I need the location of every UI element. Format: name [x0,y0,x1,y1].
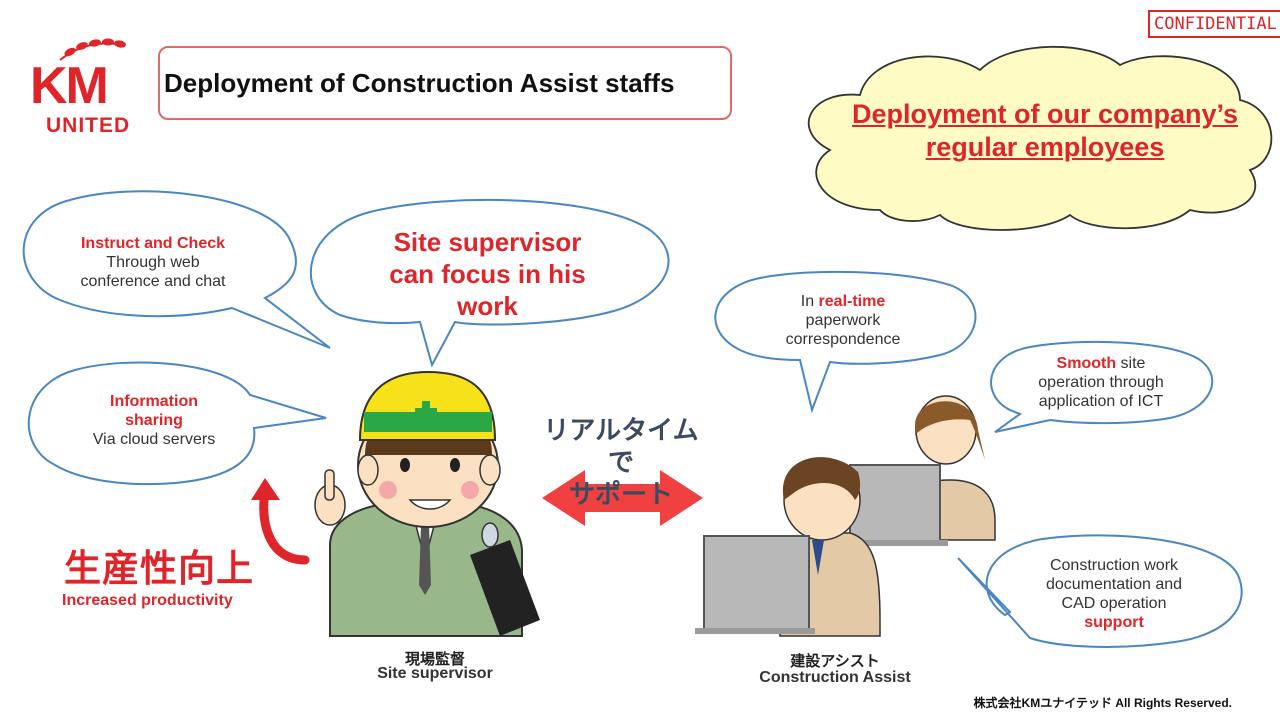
bubble-realtime-text: In real-time paperwork correspondence [730,292,956,349]
logo-mark: KM [30,57,109,115]
realtime-support-line-2: サポート [568,479,673,509]
bubble-instruct-text: Instruct and Check Through web conferenc… [38,234,268,291]
bubble-smooth [990,340,1214,433]
realtime-body-1: paperwork [805,312,881,329]
bubble-info-text: Information sharing Via cloud servers [48,392,260,449]
helmet-worker-illustration [314,370,540,637]
smooth-body-2: application of ICT [1038,393,1164,410]
bubble-focus [309,198,670,368]
instruct-title: Instruct and Check [80,235,226,252]
bubble-cad-text: Construction work documentation and CAD … [1000,556,1228,632]
focus-line-3: work [457,291,518,321]
bubble-info [27,361,327,486]
company-logo: KM UNITED [26,38,146,138]
productivity-jp: 生産性向上 [64,548,254,589]
info-title-2: sharing [125,412,183,429]
copyright: 株式会社KMユナイテッド All Rights Reserved. [973,696,1232,710]
assist-label-jp: 建設アシスト [790,653,880,670]
smooth-highlight: Smooth [1056,355,1117,372]
bubble-smooth-text: Smooth site operation through applicatio… [1000,354,1202,411]
bubble-instruct [22,190,331,349]
cad-body-3: CAD operation [1061,595,1167,612]
bubble-focus-text: Site supervisor can focus in his work [360,226,615,322]
assist-label-en: Construction Assist [759,669,911,686]
info-body: Via cloud servers [92,431,216,448]
page-title: Deployment of Construction Assist staffs [164,67,675,98]
bubble-cad [957,534,1243,648]
cad-body-1: Construction work [1049,557,1179,574]
smooth-body-1: operation through [1038,374,1164,391]
realtime-body-2: correspondence [785,331,901,348]
cad-highlight: support [1084,614,1144,631]
curved-up-arrow-icon [251,478,310,565]
realtime-support-label: リアルタイムで サポート [536,414,706,510]
realtime-support-line-1: リアルタイムで [543,415,699,477]
supervisor-label-jp: 現場監督 [404,651,465,668]
focus-line-1: Site supervisor [393,227,582,257]
title-box: Deployment of Construction Assist staffs [158,46,732,120]
bubble-realtime [714,270,977,414]
cad-body-2: documentation and [1045,576,1183,593]
confidential-stamp: CONFIDENTIAL [1148,10,1280,38]
logo-sub: UNITED [46,114,131,137]
cloud-line-2: regular employees [925,132,1165,162]
cloud-line-1: Deployment of our company’s [851,99,1239,129]
instruct-body-1: Through web [106,254,200,271]
info-title-1: Information [110,393,198,410]
thought-cloud [807,45,1273,231]
office-workers-illustration [695,395,996,637]
wheat-icon [59,38,126,61]
productivity-en: Increased productivity [62,592,233,609]
double-arrow-icon [542,470,703,526]
cloud-text: Deployment of our company’s regular empl… [820,98,1270,164]
focus-line-2: can focus in his [389,259,586,289]
realtime-pre: In [800,293,819,310]
supervisor-label-en: Site supervisor [377,665,493,682]
instruct-body-2: conference and chat [80,273,226,290]
smooth-post: site [1116,355,1146,372]
realtime-highlight: real-time [818,293,886,310]
